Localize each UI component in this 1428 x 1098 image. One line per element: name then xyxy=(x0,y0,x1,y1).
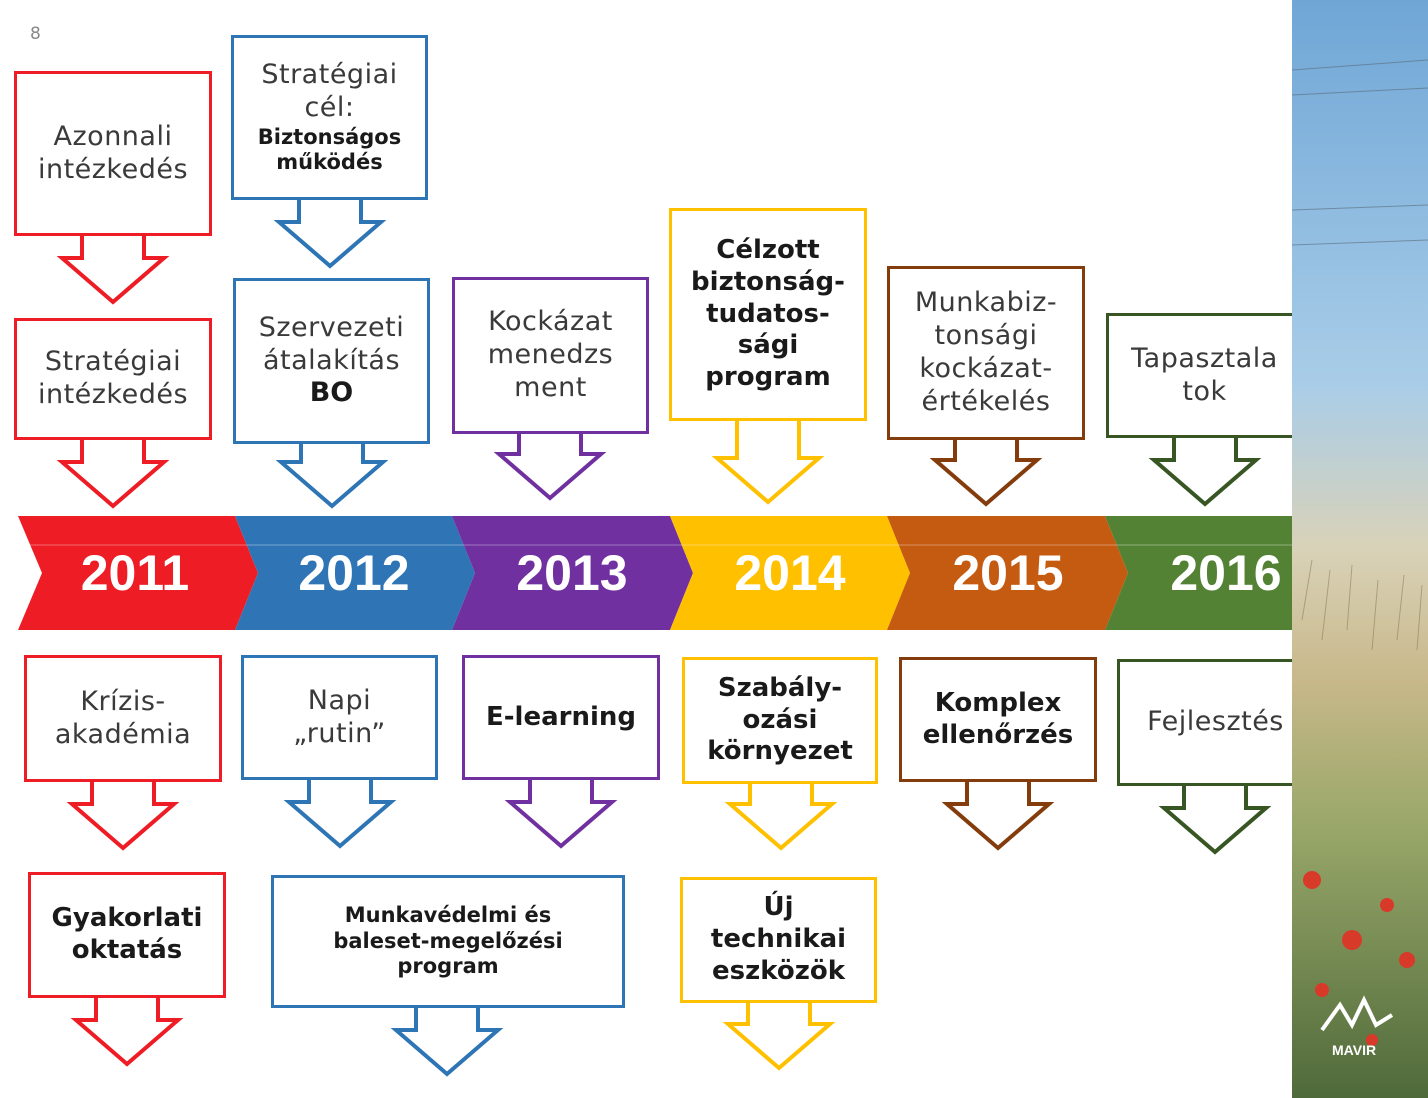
year-2015: 2015 xyxy=(952,545,1064,601)
callout-2016-fejlesztes: Fejlesztés xyxy=(1117,659,1314,786)
year-2016: 2016 xyxy=(1170,545,1282,601)
callout-2016-tapasztalatok: Tapasztala tok xyxy=(1106,313,1303,438)
chevron-2014 xyxy=(670,516,910,630)
year-2012: 2012 xyxy=(298,545,410,601)
callout-2012-strategiai-cel: Stratégiai cél: Biztonságos működés xyxy=(231,35,428,200)
callout-2012-munkavedelmi: Munkavédelmi és baleset-megelőzési progr… xyxy=(271,875,625,1008)
callout-2011-azonnali: Azonnali intézkedés xyxy=(14,71,212,236)
chevron-2013 xyxy=(452,516,693,630)
year-2011: 2011 xyxy=(80,545,190,601)
callout-2015-komplex: Komplex ellenőrzés xyxy=(899,657,1097,782)
callout-2011-strategiai: Stratégiai intézkedés xyxy=(14,318,212,440)
callout-2012-szervezeti: Szervezeti átalakítás BO xyxy=(233,278,430,444)
callout-2013-kockazat: Kockázat menedzs ment xyxy=(452,277,649,434)
page-number: 8 xyxy=(30,24,41,44)
field-photo-image xyxy=(1292,0,1428,1098)
callout-2011-krizis: Krízis- akadémia xyxy=(24,655,222,782)
callout-2015-munkabiztonsagi: Munkabiz- tonsági kockázat- értékelés xyxy=(887,266,1085,440)
callout-2014-uj-technikai: Új technikai eszközök xyxy=(680,877,877,1003)
year-2013: 2013 xyxy=(516,545,628,601)
year-2014: 2014 xyxy=(734,545,846,601)
callout-2011-gyakorlati: Gyakorlati oktatás xyxy=(28,872,226,998)
chevron-2011 xyxy=(18,516,258,630)
chevron-2012 xyxy=(235,516,475,630)
mavir-logo xyxy=(1320,995,1394,1032)
callout-2013-elearning: E-learning xyxy=(462,655,660,780)
chevron-2015 xyxy=(887,516,1128,630)
mavir-logo-text: MAVIR xyxy=(1332,1042,1377,1058)
callout-2014-szabalyozasi: Szabály- ozási környezet xyxy=(682,657,878,784)
side-photo: MAVIR xyxy=(1292,0,1428,1098)
chevron-2016 xyxy=(1105,516,1346,630)
callout-2014-celzott: Célzott biztonság- tudatos- sági program xyxy=(669,208,867,421)
callout-2012-napi-rutin: Napi „rutin” xyxy=(241,655,438,780)
